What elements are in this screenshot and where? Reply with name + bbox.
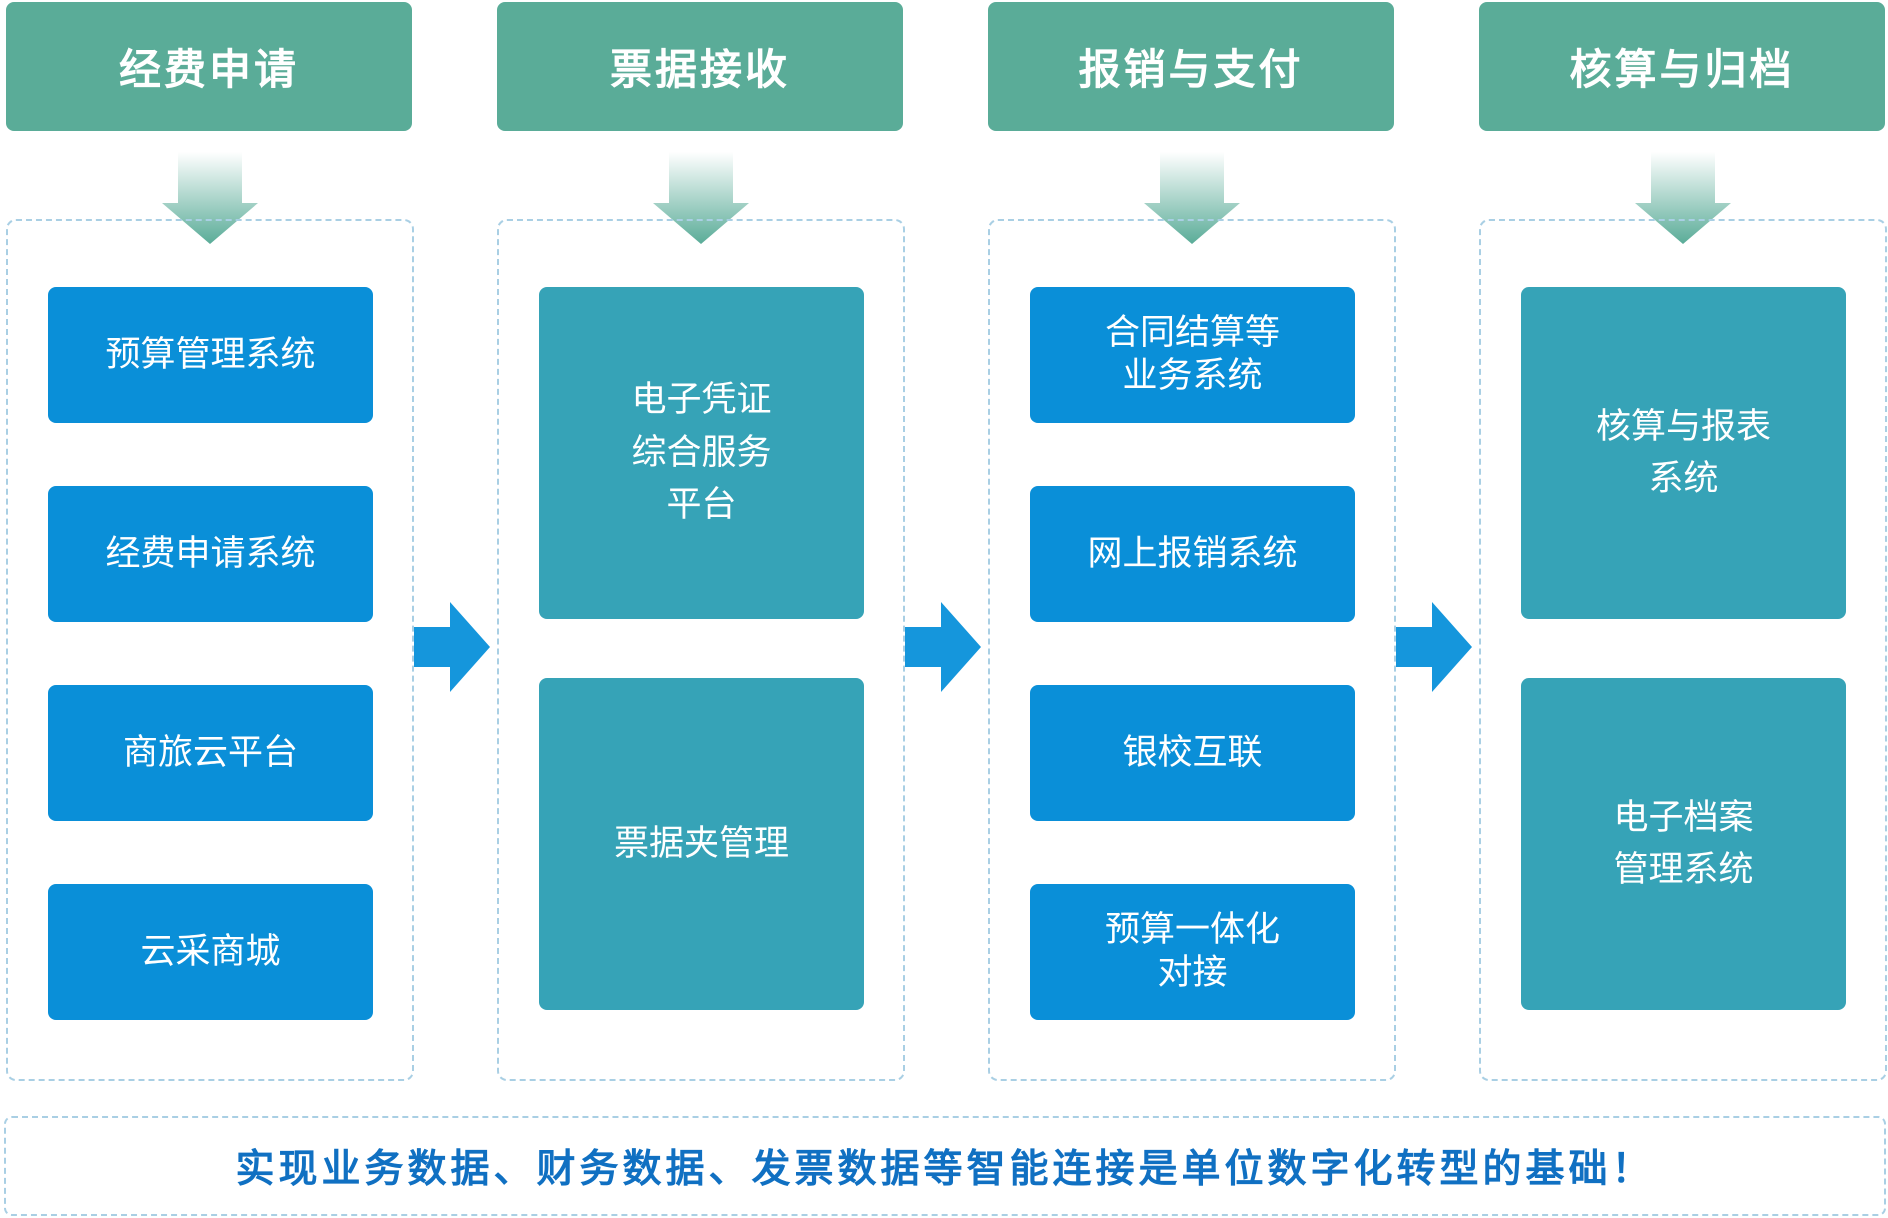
system-card: 预算管理系统 (48, 287, 373, 423)
system-card: 网上报销系统 (1030, 486, 1355, 622)
right-arrow-icon (1396, 602, 1472, 692)
stage-box-4 (1479, 219, 1887, 1081)
stage-header-4: 核算与归档 (1479, 2, 1885, 131)
stage-header-2: 票据接收 (497, 2, 903, 131)
down-arrow-icon (1635, 152, 1731, 244)
stage-header-1: 经费申请 (6, 2, 412, 131)
footer-banner: 实现业务数据、财务数据、发票数据等智能连接是单位数字化转型的基础！ (4, 1116, 1886, 1216)
down-arrow-icon (653, 152, 749, 244)
stage-box-3 (988, 219, 1396, 1081)
system-card: 核算与报表 系统 (1521, 287, 1846, 619)
system-card: 合同结算等 业务系统 (1030, 287, 1355, 423)
stage-box-2 (497, 219, 905, 1081)
system-card: 票据夹管理 (539, 678, 864, 1010)
system-card: 经费申请系统 (48, 486, 373, 622)
down-arrow-icon (1144, 152, 1240, 244)
system-card: 预算一体化 对接 (1030, 884, 1355, 1020)
system-card: 电子档案 管理系统 (1521, 678, 1846, 1010)
system-card: 电子凭证 综合服务 平台 (539, 287, 864, 619)
system-card: 银校互联 (1030, 685, 1355, 821)
right-arrow-icon (905, 602, 981, 692)
stage-header-3: 报销与支付 (988, 2, 1394, 131)
right-arrow-icon (414, 602, 490, 692)
down-arrow-icon (162, 152, 258, 244)
footer-text: 实现业务数据、财务数据、发票数据等智能连接是单位数字化转型的基础！ (235, 1147, 1655, 1192)
system-card: 云采商城 (48, 884, 373, 1020)
system-card: 商旅云平台 (48, 685, 373, 821)
stage-box-1 (6, 219, 414, 1081)
